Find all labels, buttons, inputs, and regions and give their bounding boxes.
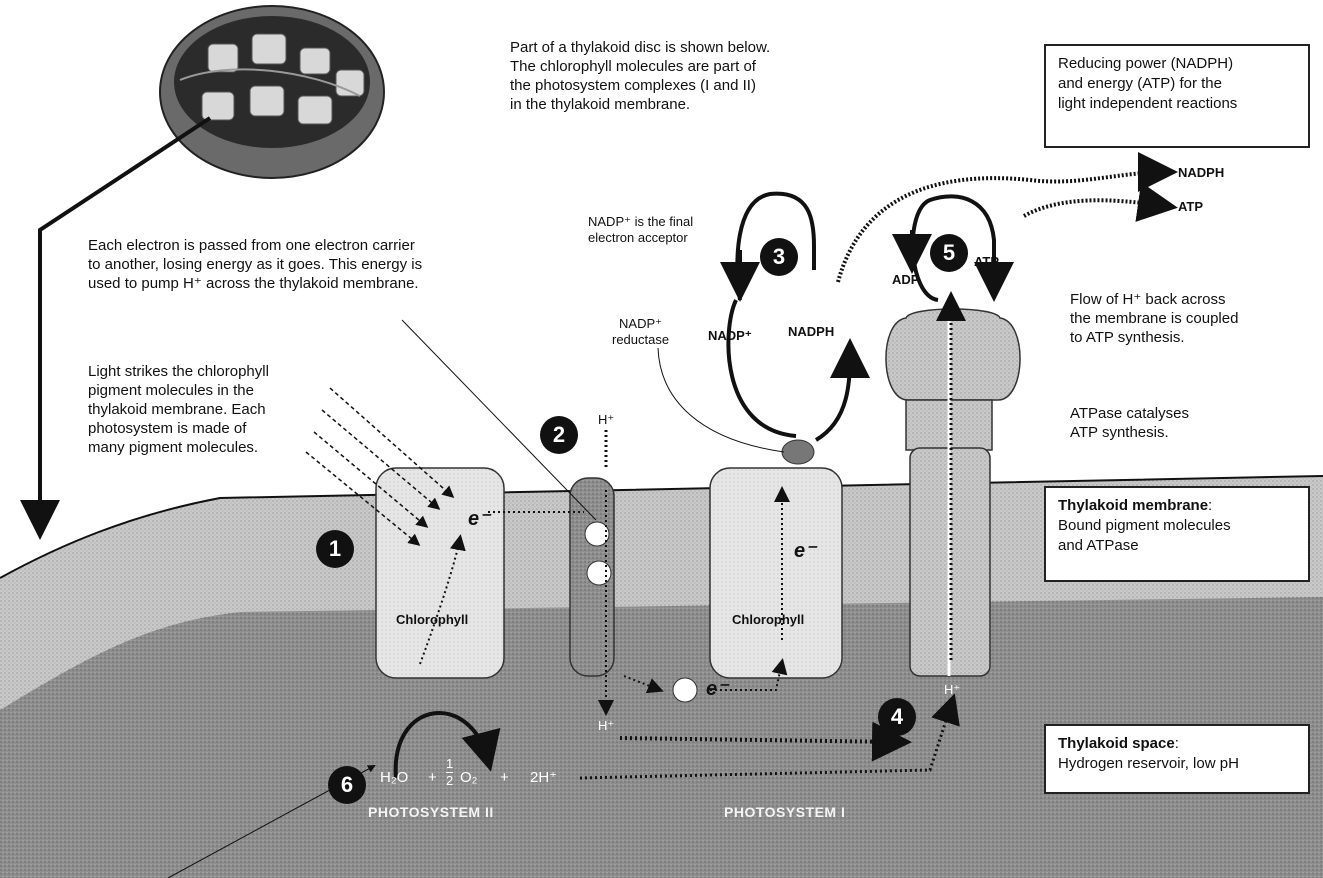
half-denominator: 2	[446, 772, 453, 789]
oxygen-label: O₂	[460, 768, 478, 787]
h-plus-stroma-label: H⁺	[598, 412, 614, 428]
reductase-line: reductase	[612, 332, 669, 348]
space-box-title: Thylakoid space	[1058, 735, 1175, 752]
step-4-badge: 4	[878, 698, 916, 736]
light-line: photosystem is made of	[88, 419, 269, 438]
light-line: Light strikes the chlorophyll	[88, 362, 269, 381]
product-atp: ATP	[1178, 199, 1203, 215]
step-3-badge: 3	[760, 238, 798, 276]
photosystem-i-complex	[710, 468, 842, 678]
chloroplast-image	[160, 6, 384, 178]
electron-label-ps1: e⁻	[794, 542, 816, 561]
chlorophyll-label-ps2: Chlorophyll	[396, 612, 468, 628]
electron-line: Each electron is passed from one electro…	[88, 236, 422, 255]
step-5-badge: 5	[930, 234, 968, 272]
electron-line: to another, losing energy as it goes. Th…	[88, 255, 422, 274]
atpase-line: ATP synthesis.	[1070, 423, 1189, 442]
plus-sign: +	[428, 768, 437, 787]
h-plus-atpase-label: H⁺	[944, 682, 960, 698]
output-line: light independent reactions	[1058, 94, 1296, 114]
intro-line: The chlorophyll molecules are part of	[510, 57, 770, 76]
output-box: Reducing power (NADPH) and energy (ATP) …	[1044, 44, 1310, 148]
cycle3-nadp-label: NADP⁺	[708, 328, 752, 344]
cycle5-atp-label: ATP	[974, 254, 999, 270]
electron-carrier-2	[587, 561, 611, 585]
thylakoid-membrane-box: Thylakoid membrane: Bound pigment molecu…	[1044, 486, 1310, 582]
reductase-line: NADP⁺	[612, 316, 669, 332]
half-fraction: 1 2	[446, 756, 453, 789]
output-line: and energy (ATP) for the	[1058, 74, 1296, 94]
thylakoid-space-box: Thylakoid space: Hydrogen reservoir, low…	[1044, 724, 1310, 794]
flow-line: to ATP synthesis.	[1070, 328, 1238, 347]
water-label: H₂O	[380, 768, 408, 787]
membrane-box-line: Bound pigment molecules	[1058, 516, 1296, 536]
flow-line: Flow of H⁺ back across	[1070, 290, 1238, 309]
photosystem-i-label: PHOTOSYSTEM I	[724, 804, 845, 820]
atpase-explanation: ATPase catalyses ATP synthesis.	[1070, 404, 1189, 442]
chlorophyll-label-ps1: Chlorophyll	[732, 612, 804, 628]
half-numerator: 1	[446, 756, 453, 772]
product-nadph: NADPH	[1178, 165, 1224, 181]
intro-line: the photosystem complexes (I and II)	[510, 76, 770, 95]
electron-label-ps2: e⁻	[468, 510, 490, 529]
nadp-final-line: NADP⁺ is the final	[588, 214, 693, 230]
light-line: thylakoid membrane. Each	[88, 400, 269, 419]
light-explanation: Light strikes the chlorophyll pigment mo…	[88, 362, 269, 457]
electron-explanation: Each electron is passed from one electro…	[88, 236, 422, 293]
nadp-final-acceptor-label: NADP⁺ is the final electron acceptor	[588, 214, 693, 246]
cycle3-nadph-label: NADPH	[788, 324, 834, 340]
electron-line: used to pump H⁺ across the thylakoid mem…	[88, 274, 422, 293]
output-line: Reducing power (NADPH)	[1058, 54, 1296, 74]
h-plus-lumen-label: H⁺	[598, 718, 614, 734]
electron-carrier-3	[673, 678, 697, 702]
nadp-reductase-enzyme	[782, 440, 814, 464]
space-box-line: Hydrogen reservoir, low pH	[1058, 754, 1296, 774]
flow-explanation: Flow of H⁺ back across the membrane is c…	[1070, 290, 1238, 347]
membrane-box-title: Thylakoid membrane	[1058, 497, 1208, 514]
plus-sign: +	[500, 768, 509, 787]
intro-line: in the thylakoid membrane.	[510, 95, 770, 114]
flow-line: the membrane is coupled	[1070, 309, 1238, 328]
protons-label: 2H⁺	[530, 768, 557, 787]
intro-line: Part of a thylakoid disc is shown below.	[510, 38, 770, 57]
nadp-reductase-label: NADP⁺ reductase	[612, 316, 669, 348]
step-2-badge: 2	[540, 416, 578, 454]
atpase-line: ATPase catalyses	[1070, 404, 1189, 423]
cycle5-adp-label: ADP	[892, 272, 919, 288]
nadp-final-line: electron acceptor	[588, 230, 693, 246]
photosystem-ii-label: PHOTOSYSTEM II	[368, 804, 494, 820]
intro-text: Part of a thylakoid disc is shown below.…	[510, 38, 770, 114]
membrane-box-line: and ATPase	[1058, 536, 1296, 556]
step-1-badge: 1	[316, 530, 354, 568]
light-line: many pigment molecules.	[88, 438, 269, 457]
step-6-badge: 6	[328, 766, 366, 804]
electron-label-lumen: e⁻	[706, 680, 728, 699]
light-line: pigment molecules in the	[88, 381, 269, 400]
